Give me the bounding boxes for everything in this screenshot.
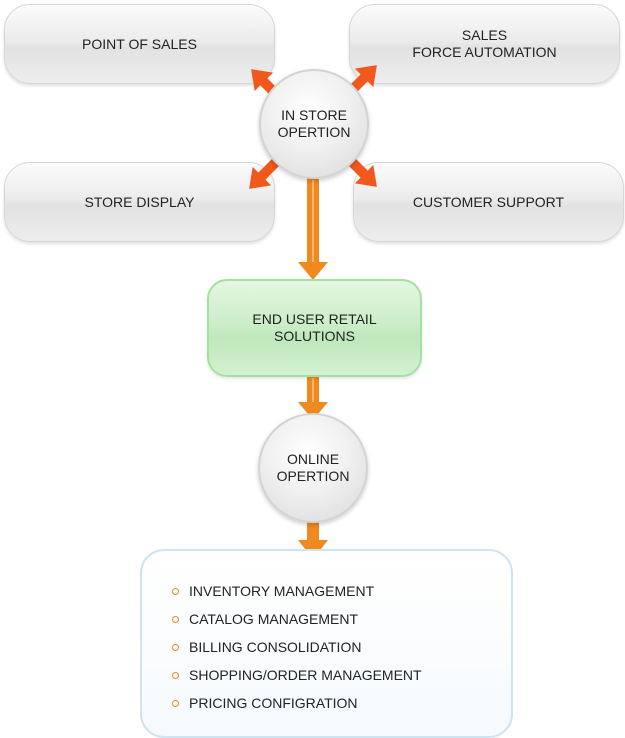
hub-label-line2: OPERTION [276, 468, 350, 484]
feature-list: INVENTORY MANAGEMENT CATALOG MANAGEMENT … [142, 551, 511, 717]
bullet-icon [172, 587, 179, 595]
node-label-line2: SOLUTIONS [274, 328, 355, 344]
node-end-user-retail-solutions: END USER RETAIL SOLUTIONS [207, 279, 422, 377]
node-label-line1: SALES [461, 27, 508, 43]
node-label: CUSTOMER SUPPORT [412, 193, 565, 210]
online-features-box: INVENTORY MANAGEMENT CATALOG MANAGEMENT … [140, 549, 513, 738]
arrow-to-store-display [249, 158, 280, 189]
feature-item: INVENTORY MANAGEMENT [172, 577, 511, 605]
feature-item: SHOPPING/ORDER MANAGEMENT [172, 661, 511, 689]
feature-item: PRICING CONFIGRATION [172, 689, 511, 717]
feature-label: CATALOG MANAGEMENT [189, 611, 359, 627]
hub-label-line1: IN STORE [281, 107, 347, 123]
feature-label: PRICING CONFIGRATION [189, 695, 358, 711]
feature-item: BILLING CONSOLIDATION [172, 633, 511, 661]
bullet-icon [172, 643, 179, 651]
feature-label: BILLING CONSOLIDATION [189, 639, 362, 655]
node-point-of-sales: POINT OF SALES [4, 4, 275, 84]
bullet-icon [172, 699, 179, 707]
feature-label: INVENTORY MANAGEMENT [189, 583, 375, 599]
node-label: POINT OF SALES [82, 35, 197, 52]
node-customer-support: CUSTOMER SUPPORT [353, 162, 624, 242]
node-sales-force-automation: SALES FORCE AUTOMATION [349, 4, 620, 84]
node-label: STORE DISPLAY [84, 193, 195, 210]
hub-label-line2: OPERTION [277, 124, 351, 140]
hub-online-operation: ONLINE OPERTION [258, 413, 368, 523]
node-store-display: STORE DISPLAY [4, 162, 275, 242]
hub-in-store-operation: IN STORE OPERTION [259, 69, 369, 179]
node-label-line2: FORCE AUTOMATION [412, 44, 557, 60]
bullet-icon [172, 671, 179, 679]
node-label-line1: END USER RETAIL [252, 311, 377, 327]
bullet-icon [172, 615, 179, 623]
hub-label-line1: ONLINE [286, 451, 340, 467]
feature-label: SHOPPING/ORDER MANAGEMENT [189, 667, 422, 683]
feature-item: CATALOG MANAGEMENT [172, 605, 511, 633]
